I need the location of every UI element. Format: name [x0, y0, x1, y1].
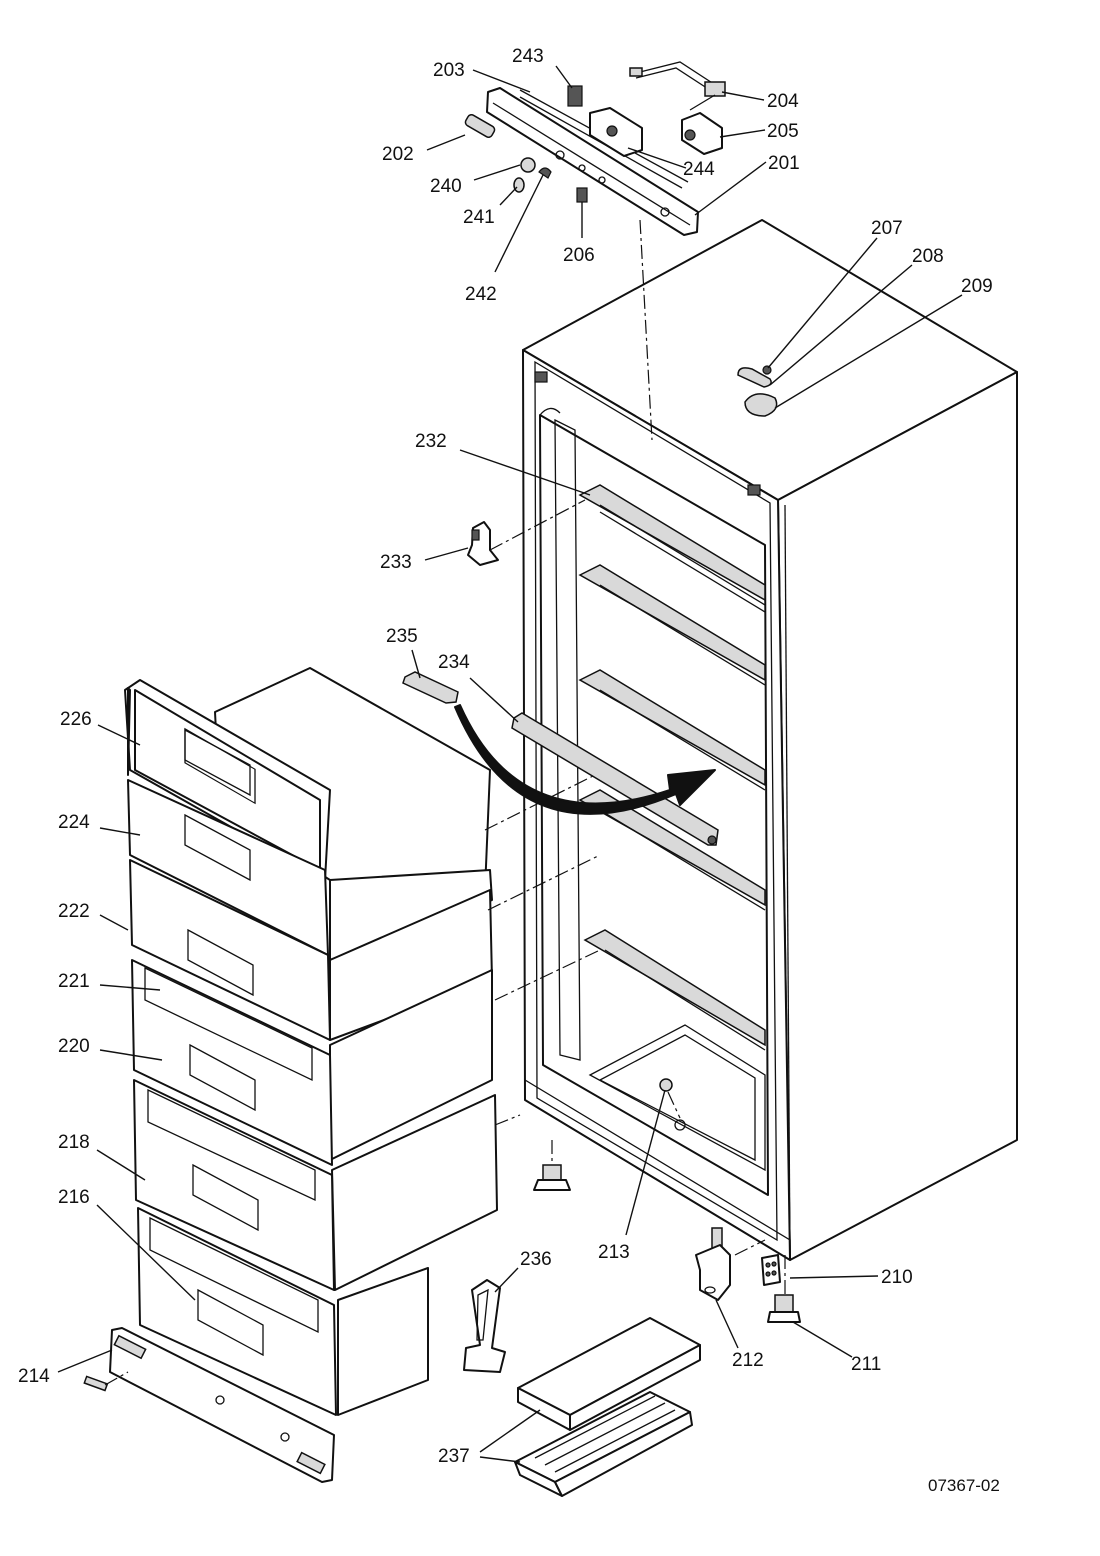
callout-222: 222: [58, 901, 90, 922]
bottom-hinge-212: [695, 1227, 731, 1301]
callout-201: 201: [768, 153, 800, 174]
callout-216: 216: [58, 1187, 90, 1208]
callout-233: 233: [380, 552, 412, 573]
control-panel-201: [486, 87, 699, 236]
panel-cap-202: [464, 114, 496, 138]
callout-labels: 243 203 204 205 202 244 201 240 241 206 …: [18, 46, 993, 1467]
connector-206: [576, 187, 588, 203]
callout-226: 226: [60, 709, 92, 730]
freezer-cabinet: [522, 219, 1018, 1262]
callout-243: 243: [512, 46, 544, 67]
callout-220: 220: [58, 1036, 90, 1057]
callout-244: 244: [683, 159, 715, 180]
drawer-handles: [184, 728, 264, 1357]
callout-205: 205: [767, 121, 799, 142]
hinge-parts-207-209: [737, 365, 778, 417]
callout-221: 221: [58, 971, 90, 992]
shelf-bracket-233: [467, 521, 499, 566]
callout-204: 204: [767, 91, 799, 112]
leveler-foot-left: [533, 1164, 571, 1191]
callout-242: 242: [465, 284, 497, 305]
leader-lines: [57, 65, 963, 1463]
callout-218: 218: [58, 1132, 90, 1153]
clip-242: [538, 167, 552, 179]
callout-234: 234: [438, 652, 470, 673]
basket-218: [133, 1079, 498, 1291]
ice-tray-237: [514, 1317, 701, 1497]
callout-209: 209: [961, 276, 993, 297]
drawing-number: 07367-02: [928, 1476, 1000, 1495]
callout-211: 211: [851, 1354, 881, 1375]
drain-plug-213: [659, 1078, 686, 1131]
callout-232: 232: [415, 431, 447, 452]
basket-222: [129, 859, 493, 1041]
callout-206: 206: [563, 245, 595, 266]
callout-214: 214: [18, 1366, 50, 1387]
callout-224: 224: [58, 812, 90, 833]
callout-203: 203: [433, 60, 465, 81]
toe-grille-214: [83, 1327, 335, 1483]
callout-241: 241: [463, 207, 495, 228]
basket-220-221: [131, 959, 493, 1166]
switch-243: [567, 85, 583, 107]
callout-202: 202: [382, 144, 414, 165]
callout-236: 236: [520, 1249, 552, 1270]
knob-240: [520, 157, 536, 173]
callout-235: 235: [386, 626, 418, 647]
wire-shelves-232: [578, 484, 766, 1051]
hinge-plate-210: [761, 1254, 781, 1286]
callout-207: 207: [871, 218, 903, 239]
bulb-241: [513, 177, 525, 193]
thermostat-205: [681, 94, 723, 155]
shelf-rail-234: [511, 712, 719, 846]
callout-208: 208: [912, 246, 944, 267]
wire-harness-204: [629, 61, 726, 97]
callout-212: 212: [732, 1350, 764, 1371]
callout-240: 240: [430, 176, 462, 197]
leveler-foot-211: [767, 1294, 801, 1323]
cabinet-side: [777, 371, 1018, 1261]
callout-210: 210: [881, 1267, 913, 1288]
callout-213: 213: [598, 1242, 630, 1263]
assembly-lines: [104, 219, 786, 1386]
install-arrow: [454, 704, 716, 815]
callout-237: 237: [438, 1446, 470, 1467]
control-panel-assembly: [464, 61, 726, 236]
ice-scraper-236: [463, 1279, 506, 1373]
pin-235: [402, 671, 459, 704]
